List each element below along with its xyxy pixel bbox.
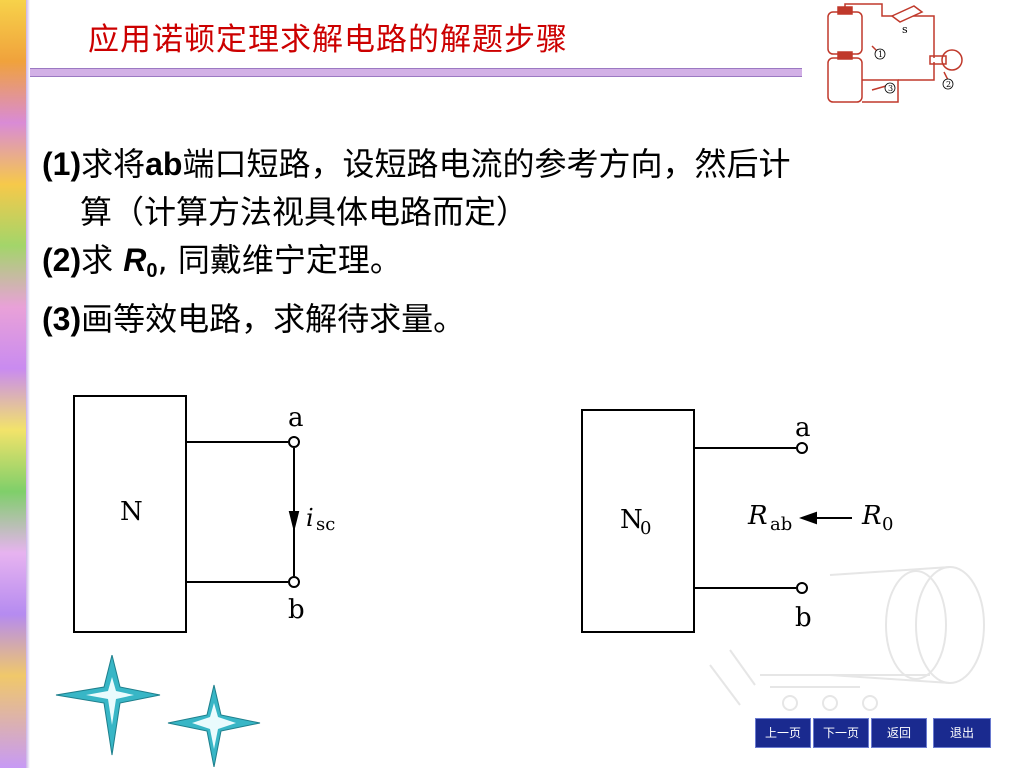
r0-symbol: R — [861, 501, 882, 531]
step-2: (2)求 R0, 同戴维宁定理。 — [42, 236, 992, 295]
r0-subscript: 0 — [882, 514, 893, 535]
rab-subscript: ab — [770, 514, 792, 535]
step-number: (1) — [42, 146, 82, 182]
step-number: (2) — [42, 242, 82, 278]
terminal-b — [796, 582, 808, 594]
step-1: (1)求将ab端口短路，设短路电流的参考方向，然后计 — [42, 140, 992, 188]
terminal-a-label: a — [795, 413, 811, 443]
terminal-a-label: a — [288, 403, 304, 433]
current-subscript: sc — [316, 514, 335, 535]
flashlight-circuit-illustration: s 1 3 2 — [827, 3, 963, 103]
network-label: N — [120, 497, 143, 527]
decorative-left-strip-edge — [26, 0, 30, 768]
step-text: 画等效电路，求解待求量。 — [81, 300, 466, 338]
step-3: (3)画等效电路，求解待求量。 — [42, 295, 992, 343]
step-text: , 同戴维宁定理。 — [157, 241, 402, 279]
terminal-b — [288, 576, 300, 588]
battery-bottom — [827, 57, 863, 103]
decorative-line-art — [709, 566, 985, 711]
network-box-n0 — [581, 409, 695, 633]
title-underline — [30, 68, 802, 77]
rab-symbol: R — [747, 501, 768, 531]
network-n0-label: N — [620, 505, 643, 535]
terminal-a — [796, 442, 808, 454]
step-number: (3) — [42, 301, 82, 337]
equivalent-resistance-diagram: N 0 a b R ab R 0 — [581, 409, 893, 633]
network-n0-subscript: 0 — [640, 518, 651, 539]
decorative-stars — [55, 655, 261, 767]
resistance-symbol: R — [123, 242, 147, 278]
steps-list: (1)求将ab端口短路，设短路电流的参考方向，然后计 算（计算方法视具体电路而定… — [42, 140, 992, 343]
step-text: 端口短路，设短路电流的参考方向，然后计 — [182, 145, 791, 183]
label-1: 1 — [878, 50, 883, 59]
back-button[interactable]: 返回 — [871, 718, 927, 748]
switch-label: s — [902, 23, 908, 36]
step-text: 求 — [81, 241, 124, 279]
battery-top — [827, 11, 863, 55]
terminal-b-label: b — [288, 595, 305, 625]
label-3: 3 — [888, 84, 893, 93]
exit-button[interactable]: 退出 — [933, 718, 991, 748]
resistance-subscript: 0 — [146, 260, 158, 282]
network-box — [73, 395, 187, 633]
page-title: 应用诺顿定理求解电路的解题步骤 — [88, 22, 568, 58]
star-large-icon — [55, 655, 161, 756]
short-circuit-diagram: N a b i sc — [73, 395, 335, 633]
navigation-bar: 上一页 下一页 返回 退出 — [755, 718, 991, 748]
terminal-a — [288, 436, 300, 448]
label-2: 2 — [946, 80, 951, 89]
port-label: ab — [145, 146, 183, 182]
terminal-b-label: b — [795, 603, 812, 633]
decorative-left-strip — [0, 0, 26, 768]
current-symbol: i — [306, 504, 314, 532]
next-page-button[interactable]: 下一页 — [813, 718, 869, 748]
star-small-icon — [167, 684, 261, 767]
step-1-continuation: 算（计算方法视具体电路而定） — [80, 193, 529, 231]
step-text: 求将 — [81, 145, 146, 183]
prev-page-button[interactable]: 上一页 — [755, 718, 811, 748]
